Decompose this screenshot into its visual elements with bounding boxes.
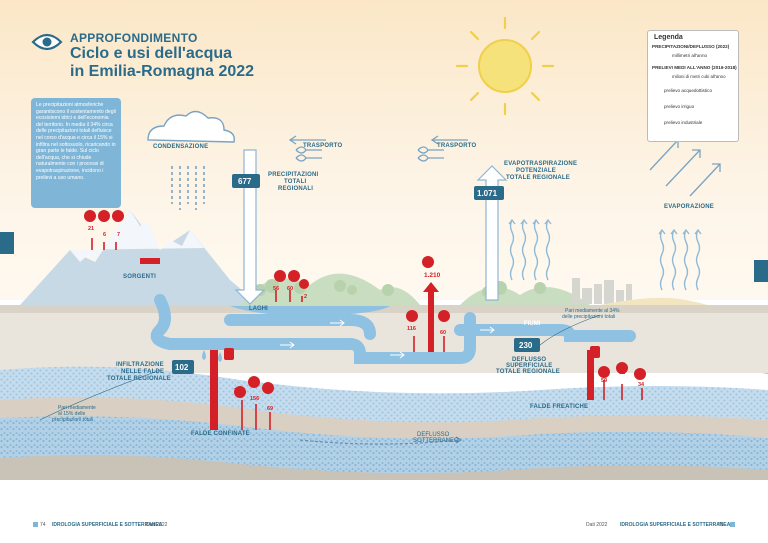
withdrawal-arrows-small [91, 238, 643, 430]
label-evapotr-1: EVAPOTRASPIRAZIONE [504, 161, 578, 167]
label-sorgenti: SORGENTI [123, 274, 156, 280]
legend-heading-precip: PRECIPITAZIONI/DEFLUSSO (2022) [652, 44, 730, 49]
withdrawal-laghi-2: 60 [287, 286, 294, 292]
confined-aquifer [0, 416, 768, 478]
value-evapotraspirazione: 1.071 [477, 189, 498, 198]
vapour-arrows [508, 218, 702, 291]
withdrawal-confinate-3: 69 [267, 406, 274, 412]
legend-heading-withdrawals: PRELIEVI MEDI ALL'ANNO (2016-2018) [652, 65, 737, 70]
label-falde-confinate: FALDE CONFINATE [191, 431, 250, 437]
withdrawal-fiumi-big: 1.210 [424, 272, 441, 279]
right-tab [754, 260, 768, 282]
section-label: APPROFONDIMENTO [70, 31, 198, 45]
evapotranspiration-arrow [476, 165, 508, 301]
footer-mark-left [33, 522, 38, 527]
label-fiumi: FIUMI [524, 321, 541, 327]
value-deflusso-superficiale: 230 [519, 341, 533, 350]
infil-note-2: al 15% delle [58, 411, 86, 417]
value-precipitazioni: 677 [238, 177, 252, 186]
ground-surface [0, 305, 768, 313]
label-infil-1: INFILTRAZIONE [116, 362, 164, 368]
legend-title: Legenda [654, 34, 683, 41]
withdrawal-confinate-2: 156 [250, 396, 260, 402]
wind-transport-icon [288, 135, 468, 162]
buildings [572, 278, 632, 304]
label-deflusso-2: SUPERFICIALE [506, 363, 553, 369]
withdrawal-laghi-1: 56 [273, 286, 280, 292]
label-deflusso-1: DEFLUSSO [512, 357, 547, 363]
clay-layer [0, 397, 768, 442]
label-evapotr-2: POTENZIALE [516, 168, 557, 174]
label-trasporto-1: TRASPORTO [303, 143, 343, 149]
withdrawal-fiumi-1: 116 [407, 326, 416, 332]
legend: Legenda PRECIPITAZIONI/DEFLUSSO (2022) m… [647, 30, 739, 142]
lake [230, 306, 390, 316]
legend-mcm: milioni di metri cubi all'anno [672, 74, 726, 79]
withdrawal-badges [84, 210, 646, 398]
value-infiltrazione: 102 [175, 363, 189, 372]
cloud-icon [147, 110, 235, 143]
flow-arrows [280, 319, 495, 359]
upper-aquifer [0, 366, 768, 425]
withdrawal-freatiche-3: 34 [638, 382, 645, 388]
withdrawal-arrows [140, 258, 594, 430]
footer-right-page-number: 75 [718, 522, 724, 528]
fiumi-note-2: delle precipitazioni totali [562, 314, 616, 320]
bedrock [0, 455, 768, 480]
label-infil-3: TOTALE REGIONALE [107, 376, 171, 382]
label-evaporazione: EVAPORAZIONE [664, 204, 714, 210]
intro-text: Le precipitazioni atmosferiche garantisc… [36, 102, 116, 181]
withdrawal-sorgenti-1: 21 [88, 226, 95, 232]
label-evapotr-3: TOTALE REGIONALE [506, 175, 570, 181]
legend-mm: millimetri all'anno [672, 53, 708, 58]
leader-lines [39, 314, 601, 421]
footer-left-year: Dati 2022 [146, 522, 168, 528]
label-falde-freatiche: FALDE FREATICHE [530, 404, 589, 410]
page-title-line-1: Ciclo e usi dell'acqua [70, 45, 233, 62]
left-tab [0, 232, 14, 254]
label-precip-3: REGIONALI [278, 186, 314, 192]
label-trasporto-2: TRASPORTO [437, 143, 477, 149]
label-deflusso-3: TOTALE REGIONALE [496, 369, 560, 375]
river-channels [150, 294, 636, 364]
withdrawal-fiumi-2: 60 [440, 330, 447, 336]
withdrawal-freatiche-1: 59 [601, 378, 608, 384]
footer-left-page-number: 74 [40, 522, 46, 528]
legend-irrigation: prelievo irriguo [664, 104, 695, 109]
label-deflusso-sott-2: SOTTERRANEO [413, 438, 459, 444]
infil-note-3: precipitazioni totali [52, 417, 94, 423]
eye-icon [31, 33, 63, 51]
footer-left-title: IDROLOGIA SUPERFICIALE E SOTTERRANEA [52, 522, 163, 528]
page-bottom [0, 470, 768, 543]
sun-icon [455, 16, 555, 116]
legend-aqueduct: prelievo acquedottistico [664, 88, 713, 93]
label-infil-2: NELLE FALDE [121, 369, 165, 375]
value-boxes [172, 174, 540, 374]
withdrawal-sorgenti-2: 6 [103, 232, 107, 238]
legend-industrial: prelievo industriale [664, 120, 703, 125]
label-deflusso-sott-1: DEFLUSSO [417, 432, 450, 438]
footer-mark-right [730, 522, 735, 527]
footer-right-title: IDROLOGIA SUPERFICIALE E SOTTERRANEA [620, 522, 731, 528]
fiumi-note-1: Pari mediamente al 34% [565, 308, 620, 314]
label-precip-1: PRECIPITAZIONI [268, 172, 319, 178]
footer-right-year: Dati 2022 [586, 522, 608, 528]
precipitation-arrow [234, 149, 266, 305]
label-laghi: LAGHI [249, 306, 268, 312]
trees [254, 279, 546, 298]
label-precip-2: TOTALI [284, 179, 307, 185]
withdrawal-confinate-1: 237 [234, 388, 244, 394]
intro-box: Le precipitazioni atmosferiche garantisc… [31, 98, 121, 208]
label-condensazione: CONDENSAZIONE [153, 144, 209, 150]
withdrawal-laghi-3: 2 [304, 294, 308, 300]
rain-icon [171, 166, 205, 210]
withdrawal-freatiche-2: 91 [619, 370, 626, 376]
infil-note-1: Pari mediamente [58, 405, 96, 411]
page-title-line-2: in Emilia-Romagna 2022 [70, 63, 255, 80]
groundwater-flow-arrow [299, 439, 461, 445]
withdrawal-sorgenti-3: 7 [117, 232, 121, 238]
